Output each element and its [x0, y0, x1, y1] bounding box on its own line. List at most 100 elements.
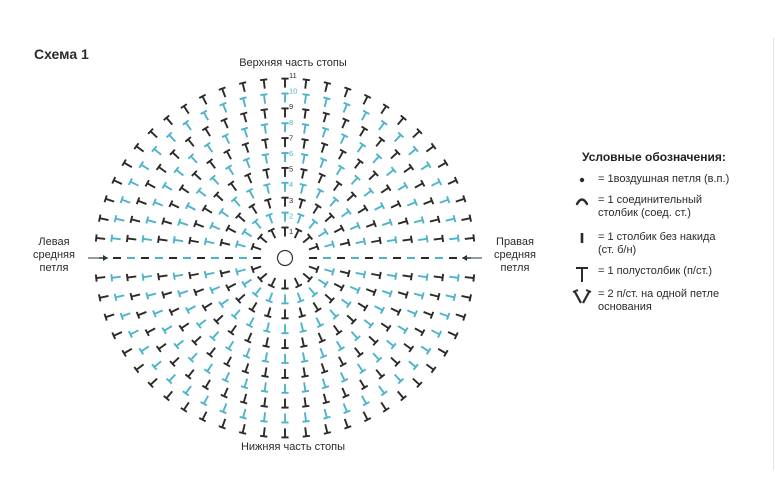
- hdc-stitch-mark: [396, 114, 407, 126]
- hdc-stitch-mark: [333, 282, 345, 292]
- hdc-stitch-mark: [135, 197, 147, 205]
- hdc-stitch-mark: [168, 307, 180, 316]
- hdc-stitch-mark: [193, 288, 205, 297]
- hdc-stitch-mark: [113, 293, 125, 302]
- hdc-stitch-mark: [248, 203, 258, 214]
- hdc-stitch-mark: [418, 235, 429, 243]
- hdc-stitch-mark: [141, 235, 152, 243]
- hdc-stitch-mark: [296, 292, 305, 304]
- hdc-stitch-mark: [301, 382, 310, 393]
- hdc-stitch-mark: [433, 273, 445, 282]
- hdc-stitch-mark: [178, 184, 190, 194]
- hdc-stitch-mark: [356, 141, 367, 153]
- hdc-stitch-mark: [301, 123, 310, 134]
- row-number: 3: [289, 196, 293, 205]
- hdc-stitch-mark: [198, 93, 208, 105]
- hdc-stitch-mark: [302, 427, 310, 438]
- hdc-stitch-mark: [299, 182, 307, 194]
- hdc-stitch-mark: [234, 268, 246, 276]
- hdc-stitch-mark: [239, 96, 247, 108]
- hdc-stitch-mark: [264, 307, 272, 319]
- hdc-stitch-mark: [281, 107, 289, 118]
- hdc-stitch-mark: [439, 196, 451, 204]
- hdc-stitch-mark: [218, 298, 229, 309]
- hdc-stitch-mark: [261, 352, 270, 363]
- hdc-stitch-mark: [144, 179, 156, 189]
- hdc-stitch-mark: [173, 339, 185, 350]
- hdc-stitch-mark: [302, 233, 314, 244]
- hdc-stitch-mark: [111, 331, 123, 340]
- hdc-stitch-mark: [381, 290, 393, 298]
- row-number: 7: [289, 133, 293, 142]
- hdc-stitch-mark: [323, 96, 331, 108]
- hdc-stitch-mark: [172, 236, 184, 244]
- scheme-title: Схема 1: [34, 46, 89, 62]
- chain-stitch-dot-icon: [579, 177, 585, 183]
- hdc-stitch-mark: [265, 292, 274, 304]
- hdc-stitch-mark: [201, 302, 213, 312]
- hdc-stitch-mark: [281, 324, 289, 335]
- hdc-stitch-mark: [225, 164, 235, 176]
- hdc-stitch-mark: [339, 238, 351, 247]
- hdc-stitch-mark: [240, 378, 249, 390]
- hdc-stitch-mark: [281, 354, 289, 364]
- hdc-stitch-mark: [339, 269, 351, 278]
- hdc-stitch-mark: [447, 176, 459, 185]
- hdc-stitch-mark: [365, 288, 377, 297]
- hdc-stitch-mark: [339, 371, 349, 383]
- hdc-stitch-mark: [145, 216, 157, 224]
- hdc-stitch-mark: [155, 342, 167, 353]
- hdc-stitch-mark: [201, 379, 211, 391]
- hdc-stitch-mark: [187, 352, 198, 363]
- hdc-stitch-mark: [94, 274, 106, 282]
- hdc-stitch-mark: [209, 221, 221, 231]
- hdc-stitch-mark: [147, 377, 158, 389]
- divider: [773, 38, 774, 470]
- hdc-stitch-mark: [461, 214, 472, 222]
- hdc-stitch-mark: [267, 277, 277, 289]
- hdc-stitch-mark: [319, 157, 328, 169]
- hdc-stitch-mark: [393, 373, 405, 385]
- hdc-stitch-mark: [390, 200, 402, 209]
- increase-v-icon: [572, 289, 592, 304]
- hdc-stitch-mark: [209, 285, 221, 295]
- hdc-stitch-mark: [201, 125, 211, 137]
- hdc-stitch-mark: [281, 181, 289, 192]
- hdc-stitch-mark: [263, 182, 271, 194]
- hdc-stitch-mark: [209, 174, 220, 186]
- hdc-stitch-mark: [218, 418, 227, 430]
- hdc-stitch-mark: [191, 170, 202, 181]
- hdc-stitch-mark: [332, 180, 343, 192]
- hdc-stitch-mark: [420, 161, 432, 171]
- hdc-stitch-mark: [312, 203, 322, 214]
- hdc-stitch-mark: [455, 195, 467, 203]
- hdc-stitch-mark: [129, 215, 141, 224]
- hdc-stitch-mark: [385, 166, 397, 177]
- legend-text: = 1 соединительный столбик (соед. ст.): [598, 194, 702, 219]
- hdc-stitch-mark: [341, 387, 350, 399]
- hdc-stitch-mark: [198, 411, 208, 423]
- hdc-stitch-mark: [356, 363, 367, 375]
- hdc-stitch-mark: [332, 324, 343, 336]
- hdc-stitch-mark: [361, 395, 370, 407]
- hdc-stitch-mark: [300, 153, 309, 164]
- middle-loop-arrows: [88, 255, 482, 261]
- row-number: 9: [289, 102, 293, 111]
- hdc-stitch-mark: [261, 138, 269, 149]
- hdc-stitch-mark: [372, 153, 383, 164]
- hdc-stitch-mark: [341, 298, 352, 309]
- hdc-stitch-mark: [177, 218, 189, 226]
- hdc-stitch-mark: [223, 148, 232, 160]
- hdc-stitch-mark: [110, 234, 121, 242]
- hdc-stitch-mark: [302, 397, 310, 408]
- hdc-stitch-mark: [281, 137, 289, 148]
- hdc-stitch-mark: [119, 312, 131, 320]
- hdc-stitch-mark: [220, 387, 229, 399]
- hdc-stitch-mark: [464, 234, 476, 242]
- hdc-stitch-mark: [423, 311, 435, 319]
- hdc-stitch-mark: [172, 272, 184, 280]
- hdc-stitch-mark: [342, 403, 351, 415]
- hdc-stitch-mark: [238, 423, 247, 435]
- hdc-stitch-mark: [402, 273, 413, 281]
